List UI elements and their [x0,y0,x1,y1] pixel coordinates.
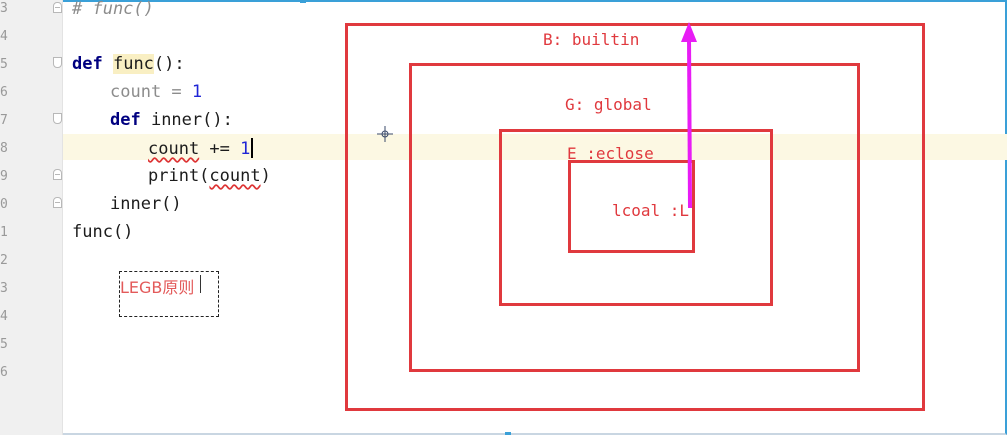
operator: += [199,139,241,159]
line-number: 0 [0,197,8,212]
crosshair-cursor-icon [377,126,393,142]
enclose-scope-box [499,129,773,306]
number-literal: 1 [191,82,203,102]
window-edge-marker [505,432,511,435]
function-name: func [112,54,154,74]
code-line-inner-call[interactable]: inner() [110,194,182,214]
fold-marker-icon[interactable] [53,2,62,13]
code-line-count-increment[interactable]: count += 1 [148,138,254,159]
code-line-def-func[interactable]: def func(): [72,54,185,74]
punctuation: (): [202,110,233,130]
fold-marker-icon[interactable] [53,57,62,68]
code-line-def-inner[interactable]: def inner(): [110,110,233,130]
punctuation: (): [153,54,185,74]
fold-marker-icon[interactable] [53,169,62,180]
line-number: 3 [0,1,8,16]
line-number: 6 [0,85,8,100]
lookup-direction-arrow-icon [681,22,697,209]
line-number: 5 [0,337,8,352]
line-number-gutter[interactable]: 3 4 5 6 7 8 9 0 1 2 3 4 5 6 [0,0,63,435]
legb-annotation-label: LEGB原则 [120,278,195,297]
code-line-comment[interactable]: # func() [72,0,154,19]
builtin-scope-box [345,23,925,411]
text-caret [200,275,201,293]
variable: count [148,139,200,159]
builtin-scope-label: B: builtin [543,30,640,49]
code-line-print[interactable]: print(count) [148,166,271,186]
fold-marker-icon[interactable] [53,197,62,208]
local-scope-box [568,160,695,253]
window-edge-marker [300,0,306,3]
legb-annotation-box[interactable] [119,271,219,317]
enclose-scope-label: E :eclose [567,144,654,163]
line-number: 4 [0,309,8,324]
keyword: def [72,54,103,74]
line-number: 7 [0,113,8,128]
line-number: 2 [0,253,8,268]
global-scope-box [409,63,860,372]
line-number: 1 [0,225,8,240]
global-scope-label: G: global [565,95,652,114]
function-name: inner [140,110,203,130]
line-number: 8 [0,141,8,156]
line-number: 3 [0,281,8,296]
code-line-count-assign[interactable]: count = 1 [110,82,202,102]
text-caret [251,138,254,158]
code-line-func-call[interactable]: func() [72,222,134,242]
function-call: print( [148,166,210,186]
current-line-highlight [63,134,1007,160]
punctuation: ) [260,166,271,186]
line-number: 5 [0,57,8,72]
fold-marker-icon[interactable] [53,113,62,124]
line-number: 6 [0,365,8,380]
local-scope-label: lcoal :L [612,201,690,220]
variable: count = [110,82,192,102]
variable: count [209,166,261,186]
line-number: 9 [0,169,8,184]
number-literal: 1 [240,139,251,159]
keyword: def [110,110,141,130]
line-number: 4 [0,29,8,44]
